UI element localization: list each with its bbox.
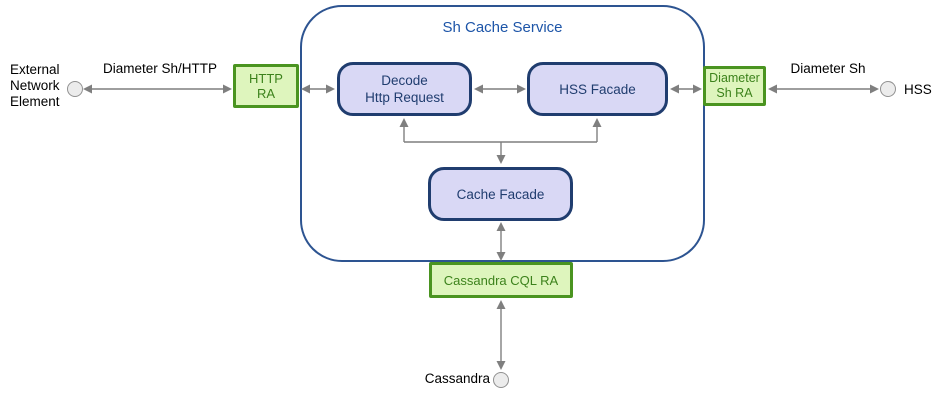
- cache-facade-box: Cache Facade: [428, 167, 573, 221]
- http-ra-box: HTTP RA: [233, 64, 299, 108]
- sh-cache-service-container: Sh Cache Service: [300, 5, 705, 262]
- edge-cql-ra-to-cassandra: [496, 300, 506, 370]
- cassandra-port: [493, 372, 509, 388]
- diameter-sh-edge-label: Diameter Sh: [790, 61, 866, 76]
- hss-label: HSS: [904, 82, 932, 97]
- cassandra-label: Cassandra: [424, 371, 490, 386]
- decode-http-request-box: Decode Http Request: [337, 62, 472, 116]
- hss-facade-box: HSS Facade: [527, 62, 668, 116]
- cassandra-cql-ra-box: Cassandra CQL RA: [429, 262, 573, 298]
- edge-external-to-http-ra: [83, 84, 232, 94]
- diameter-sh-http-edge-label: Diameter Sh/HTTP: [102, 61, 218, 76]
- external-network-element-port: [67, 81, 83, 97]
- external-network-element-label: External Network Element: [10, 62, 60, 109]
- hss-port: [880, 81, 896, 97]
- sh-cache-service-title: Sh Cache Service: [442, 19, 563, 36]
- edge-diameter-ra-to-hss: [768, 84, 879, 94]
- diameter-sh-ra-box: Diameter Sh RA: [703, 66, 766, 106]
